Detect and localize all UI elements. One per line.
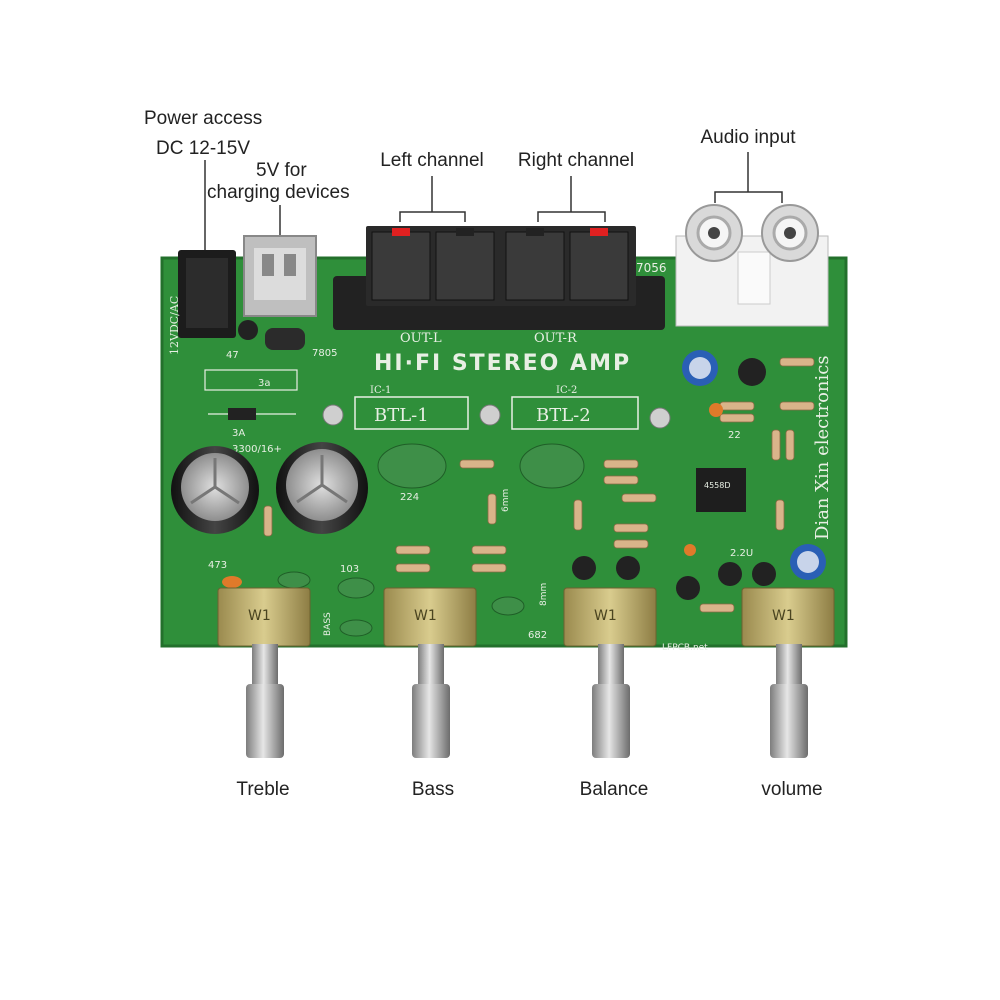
op-amp-label: 4558D	[704, 481, 731, 490]
corner-code: 7056	[636, 261, 667, 275]
callout-lines	[204, 152, 783, 252]
small-capacitor	[676, 576, 700, 600]
treble-potentiometer[interactable]: W1	[217, 587, 311, 758]
volume-potentiometer[interactable]: W1	[741, 587, 835, 758]
mm8-label: 8mm	[539, 583, 549, 606]
c22-label: 22	[728, 430, 741, 441]
balance-label: Balance	[579, 779, 649, 800]
bass-silk: BASS	[323, 612, 333, 636]
filter-capacitor-left	[171, 446, 259, 534]
fpcb-label: LFPCB.net	[662, 643, 708, 653]
regulator-label: 7805	[312, 348, 337, 359]
screw-left	[322, 404, 344, 426]
power-access-label: Power access	[144, 108, 263, 129]
fuse-silk-small: 3a	[258, 378, 271, 389]
audio-input-label: Audio input	[700, 127, 796, 148]
cap-224-label: 224	[400, 492, 419, 503]
cap-103-label: 103	[340, 564, 359, 575]
screw-right	[649, 407, 671, 429]
small-capacitor	[238, 320, 258, 340]
btl1-label: BTL-1	[374, 405, 429, 426]
film-capacitor	[519, 443, 585, 489]
usb-5v-label: 5V for	[256, 160, 307, 181]
right-channel-label: Right channel	[517, 150, 635, 171]
out-l-label: OUT-L	[400, 331, 442, 346]
op-amp-chip	[696, 468, 746, 512]
bass-potentiometer[interactable]: W1	[383, 587, 477, 758]
film-capacitor	[277, 571, 311, 589]
out-r-label: OUT-R	[534, 331, 578, 346]
ic2-label: IC-2	[556, 385, 577, 396]
fuse-label: 3A	[232, 428, 245, 439]
ceramic-capacitor	[222, 576, 242, 588]
cap-682-label: 682	[528, 630, 547, 641]
rca-input-jacks	[675, 204, 829, 327]
film-capacitor	[337, 577, 375, 599]
ceramic-capacitor	[684, 544, 696, 556]
left-channel-label: Left channel	[380, 150, 484, 171]
c22u-label: 2.2U	[730, 548, 753, 559]
btl2-label: BTL-2	[536, 405, 591, 426]
volume-label: volume	[761, 779, 823, 800]
bass-label: Bass	[411, 779, 455, 800]
brand-silk: Dian Xin electronics	[812, 355, 833, 540]
treble-label: Treble	[236, 779, 290, 800]
mm6-label: 6mm	[501, 489, 511, 512]
pot-label: W1	[594, 608, 617, 624]
capacitor-value-label: 3300/16+	[232, 444, 282, 455]
dc-range-label: DC 12-15V	[156, 138, 250, 159]
small-capacitor	[718, 562, 742, 586]
film-capacitor	[491, 596, 525, 616]
dc-input-silk: 12VDC/AC	[168, 296, 181, 355]
pot-label: W1	[772, 608, 795, 624]
filter-capacitor-right	[276, 442, 368, 534]
small-capacitor	[572, 556, 596, 580]
small-capacitor	[616, 556, 640, 580]
resistor-47-label: 47	[226, 350, 239, 361]
film-capacitor	[377, 443, 447, 489]
pot-label: W1	[414, 608, 437, 624]
pot-label: W1	[248, 608, 271, 624]
speaker-terminal-block	[333, 226, 665, 330]
small-capacitor	[752, 562, 776, 586]
screw-middle	[479, 404, 501, 426]
usb-charging-label: charging devices	[207, 182, 350, 203]
ceramic-capacitor	[709, 403, 723, 417]
balance-potentiometer[interactable]: W1	[563, 587, 657, 758]
small-capacitor	[738, 358, 766, 386]
board-title: HI·FI STEREO AMP	[374, 351, 631, 376]
resistors	[263, 357, 815, 613]
cap-473-label: 473	[208, 560, 227, 571]
ic1-label: IC-1	[370, 385, 391, 396]
film-capacitor	[339, 619, 373, 637]
